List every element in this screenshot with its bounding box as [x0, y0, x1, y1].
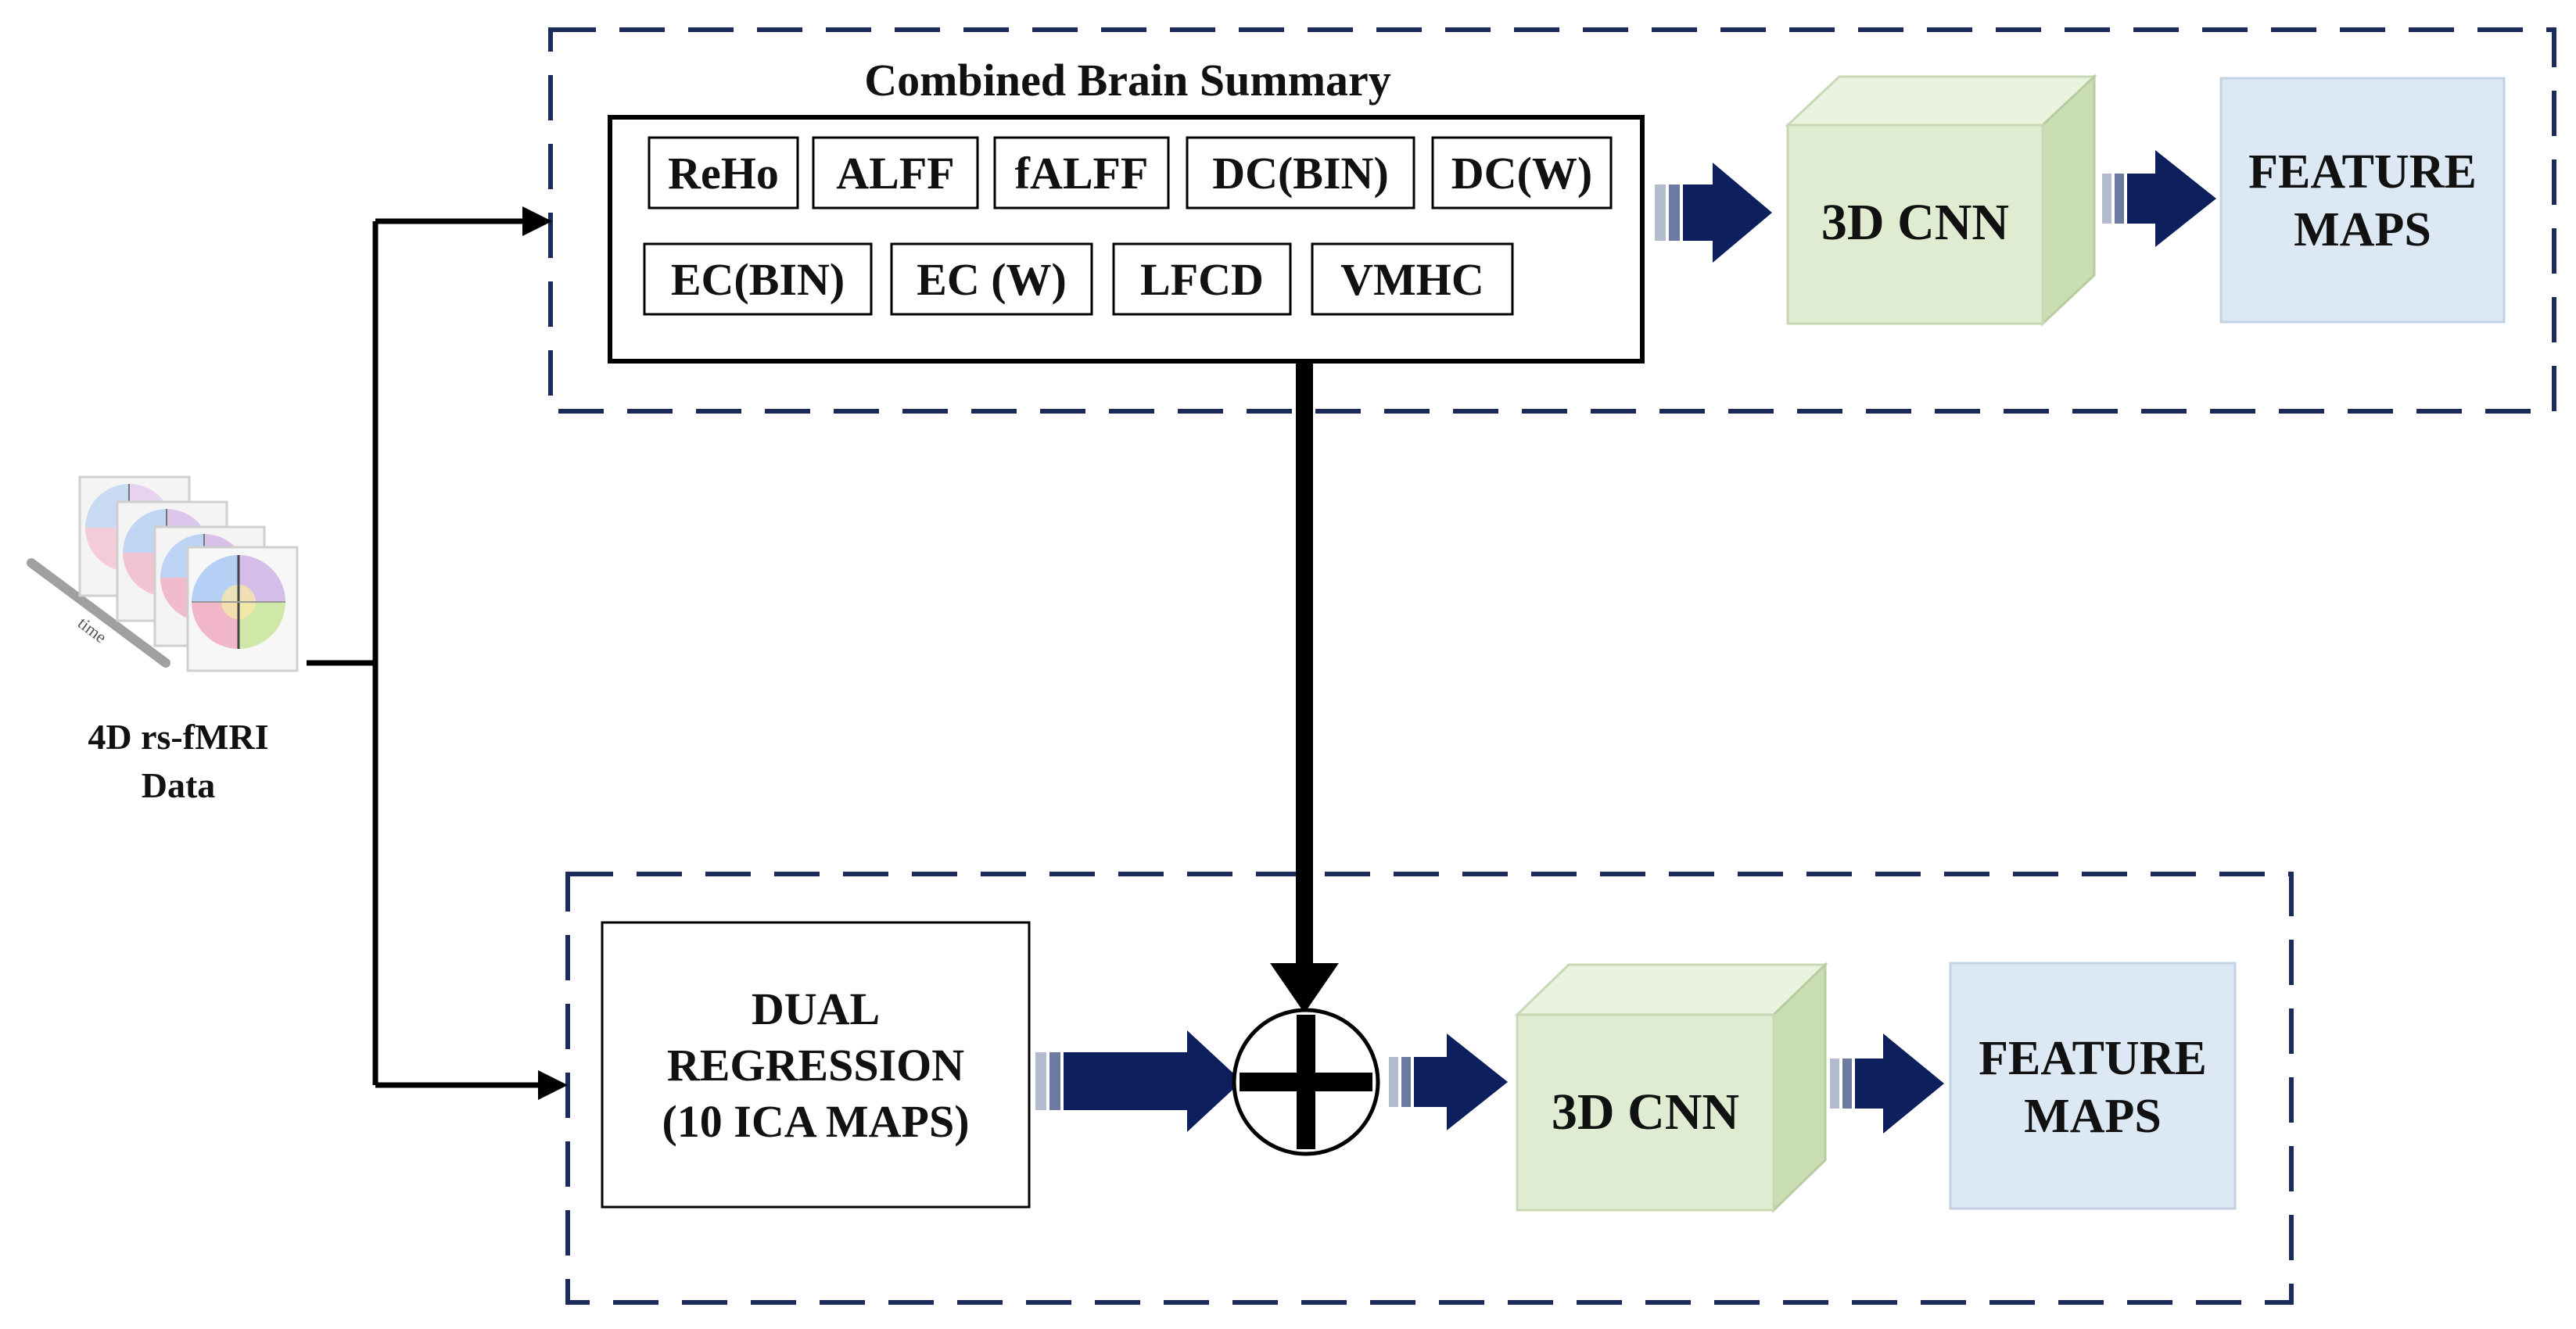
- branch-connector: [307, 218, 540, 1088]
- arrow-to-bottom-branch: [538, 1070, 568, 1100]
- feature-combination-node: [1232, 1008, 1380, 1156]
- input-label-line1: 4D rs-fMRI: [88, 717, 268, 757]
- top-feature-maps-box: FEATURE MAPS: [2219, 77, 2506, 324]
- dual-regression-line1: DUAL: [752, 983, 880, 1034]
- metric-label-reho: ReHo: [668, 148, 779, 199]
- top-3d-cnn-label: 3D CNN: [1821, 194, 2009, 251]
- flow-arrow-summary-to-cnn: [1655, 163, 1772, 263]
- metric-box-ec-bin: EC(BIN): [643, 242, 873, 316]
- bottom-3d-cnn-label: 3D CNN: [1552, 1084, 1739, 1141]
- metric-label-alff: ALFF: [836, 148, 954, 199]
- flow-arrow-cnn-to-feature-maps-top: [2102, 150, 2216, 247]
- combined-brain-summary-title: Combined Brain Summary: [864, 55, 1391, 106]
- input-label-line2: Data: [142, 765, 216, 805]
- metric-label-ec-w: EC (W): [917, 254, 1067, 305]
- flow-arrow-combiner-to-cnn: [1389, 1033, 1508, 1130]
- flow-arrow-cnn-to-feature-maps-bottom: [1830, 1033, 1944, 1134]
- bottom-feature-maps-line1: FEATURE: [1979, 1032, 2207, 1085]
- flow-arrow-dual-to-combiner: [1035, 1030, 1242, 1132]
- bottom-3d-cnn-block: 3D CNN: [1514, 962, 1828, 1213]
- metric-box-vmhc: VMHC: [1311, 242, 1514, 316]
- dual-regression-line3: (10 ICA MAPS): [662, 1096, 969, 1147]
- metric-box-reho: ReHo: [648, 136, 799, 210]
- metric-box-lfcd: LFCD: [1112, 242, 1292, 316]
- metric-label-dc-bin: DC(BIN): [1212, 148, 1389, 199]
- metric-box-falff: fALFF: [993, 136, 1170, 210]
- top-feature-maps-line1: FEATURE: [2248, 145, 2477, 199]
- metric-box-ec-w: EC (W): [890, 242, 1093, 316]
- dual-regression-box: DUAL REGRESSION (10 ICA MAPS): [601, 921, 1031, 1209]
- bottom-feature-maps-box: FEATURE MAPS: [1949, 962, 2237, 1210]
- summary-to-combiner-arrowhead: [1270, 963, 1339, 1013]
- top-3d-cnn-block: 3D CNN: [1785, 73, 2097, 327]
- bottom-feature-maps-line2: MAPS: [2024, 1090, 2162, 1143]
- dual-regression-line2: REGRESSION: [667, 1040, 964, 1091]
- brain-slice-4: [186, 546, 299, 672]
- bottom-branch-dashed-frame: [565, 872, 2294, 1305]
- metric-label-dc-w: DC(W): [1451, 148, 1592, 199]
- arrow-to-top-branch: [522, 206, 552, 236]
- top-feature-maps-line2: MAPS: [2294, 203, 2431, 256]
- metric-box-dc-bin: DC(BIN): [1186, 136, 1415, 210]
- metric-label-falff: fALFF: [1015, 148, 1149, 199]
- metric-box-dc-w: DC(W): [1431, 136, 1613, 210]
- metric-label-ec-bin: EC(BIN): [671, 254, 845, 305]
- fmri-stack-icon: time: [27, 475, 299, 672]
- metric-label-lfcd: LFCD: [1140, 254, 1264, 305]
- metric-box-alff: ALFF: [812, 136, 979, 210]
- metric-label-vmhc: VMHC: [1340, 254, 1484, 305]
